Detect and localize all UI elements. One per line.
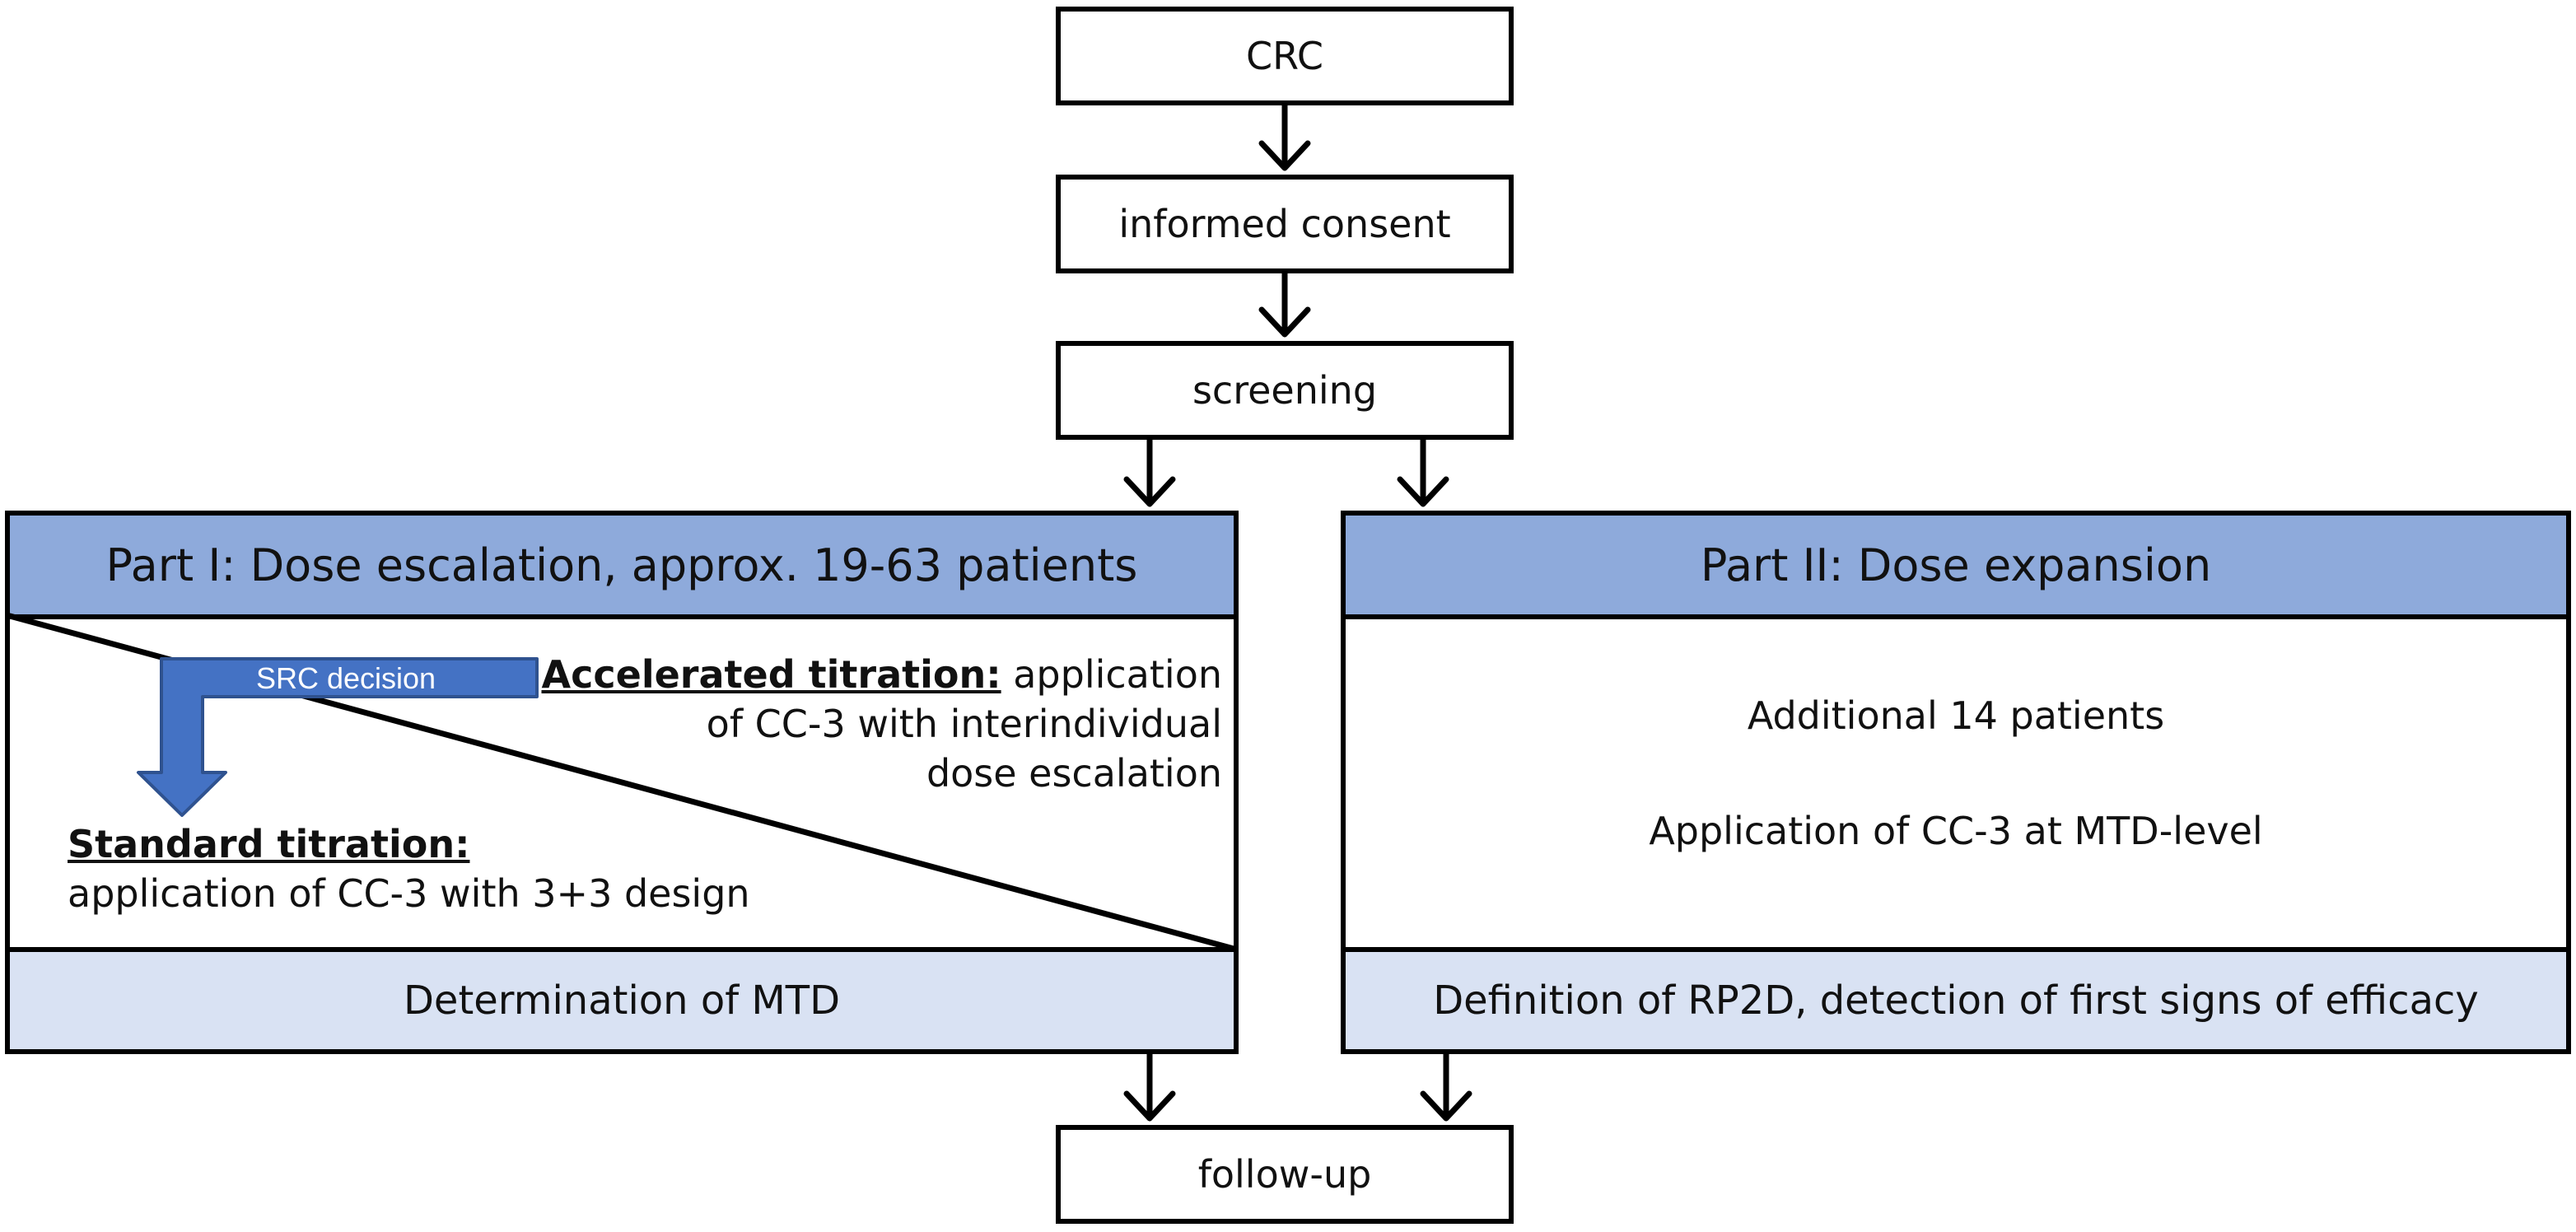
crc-label: CRC [1246,34,1323,78]
standard-titration-heading: Standard titration: [68,822,470,866]
screening-label: screening [1192,368,1378,413]
part2-header-label: Part II: Dose expansion [1700,539,2212,591]
arrow-part2-to-followup [1420,1051,1472,1122]
arrow-screening-to-part2 [1397,436,1449,507]
follow-up-box: follow-up [1056,1125,1514,1224]
part2-body: Additional 14 patients Application of CC… [1346,692,2566,856]
standard-titration-detail: application of CC-3 with 3+3 design [68,870,750,916]
part2-panel: Part II: Dose expansion Definition of RP… [1341,511,2571,1054]
accelerated-line3: dose escalation [926,750,1222,796]
accelerated-titration-heading: Accelerated titration: [541,652,1001,697]
follow-up-label: follow-up [1197,1152,1372,1197]
standard-titration-text: Standard titration: application of CC-3 … [68,820,750,919]
accelerated-line2: of CC-3 with interindividual [706,701,1222,746]
accelerated-titration-text: Accelerated titration: application of CC… [481,651,1222,798]
arrow-consent-to-screening [1258,270,1311,338]
arrow-part1-to-followup [1123,1051,1176,1122]
part2-line2: Application of CC-3 at MTD-level [1649,808,2263,853]
part2-header: Part II: Dose expansion [1346,516,2566,619]
arrow-crc-to-consent [1258,102,1311,171]
src-decision-label: SRC decision [256,661,436,695]
src-decision-arrow [137,657,539,817]
part2-footer: Definition of RP2D, detection of first s… [1346,947,2566,1049]
arrow-screening-to-part1 [1123,436,1176,507]
informed-consent-label: informed consent [1118,202,1451,246]
part1-panel: Part I: Dose escalation, approx. 19-63 p… [5,511,1239,1054]
part1-header: Part I: Dose escalation, approx. 19-63 p… [10,516,1234,619]
accelerated-line1: application [1001,652,1222,697]
part1-footer-label: Determination of MTD [403,978,841,1024]
part2-footer-label: Definition of RP2D, detection of first s… [1433,978,2479,1024]
part1-footer: Determination of MTD [10,947,1234,1049]
part1-header-label: Part I: Dose escalation, approx. 19-63 p… [105,539,1138,591]
part2-line1: Additional 14 patients [1747,693,2165,738]
crc-box: CRC [1056,7,1514,105]
screening-box: screening [1056,341,1514,440]
